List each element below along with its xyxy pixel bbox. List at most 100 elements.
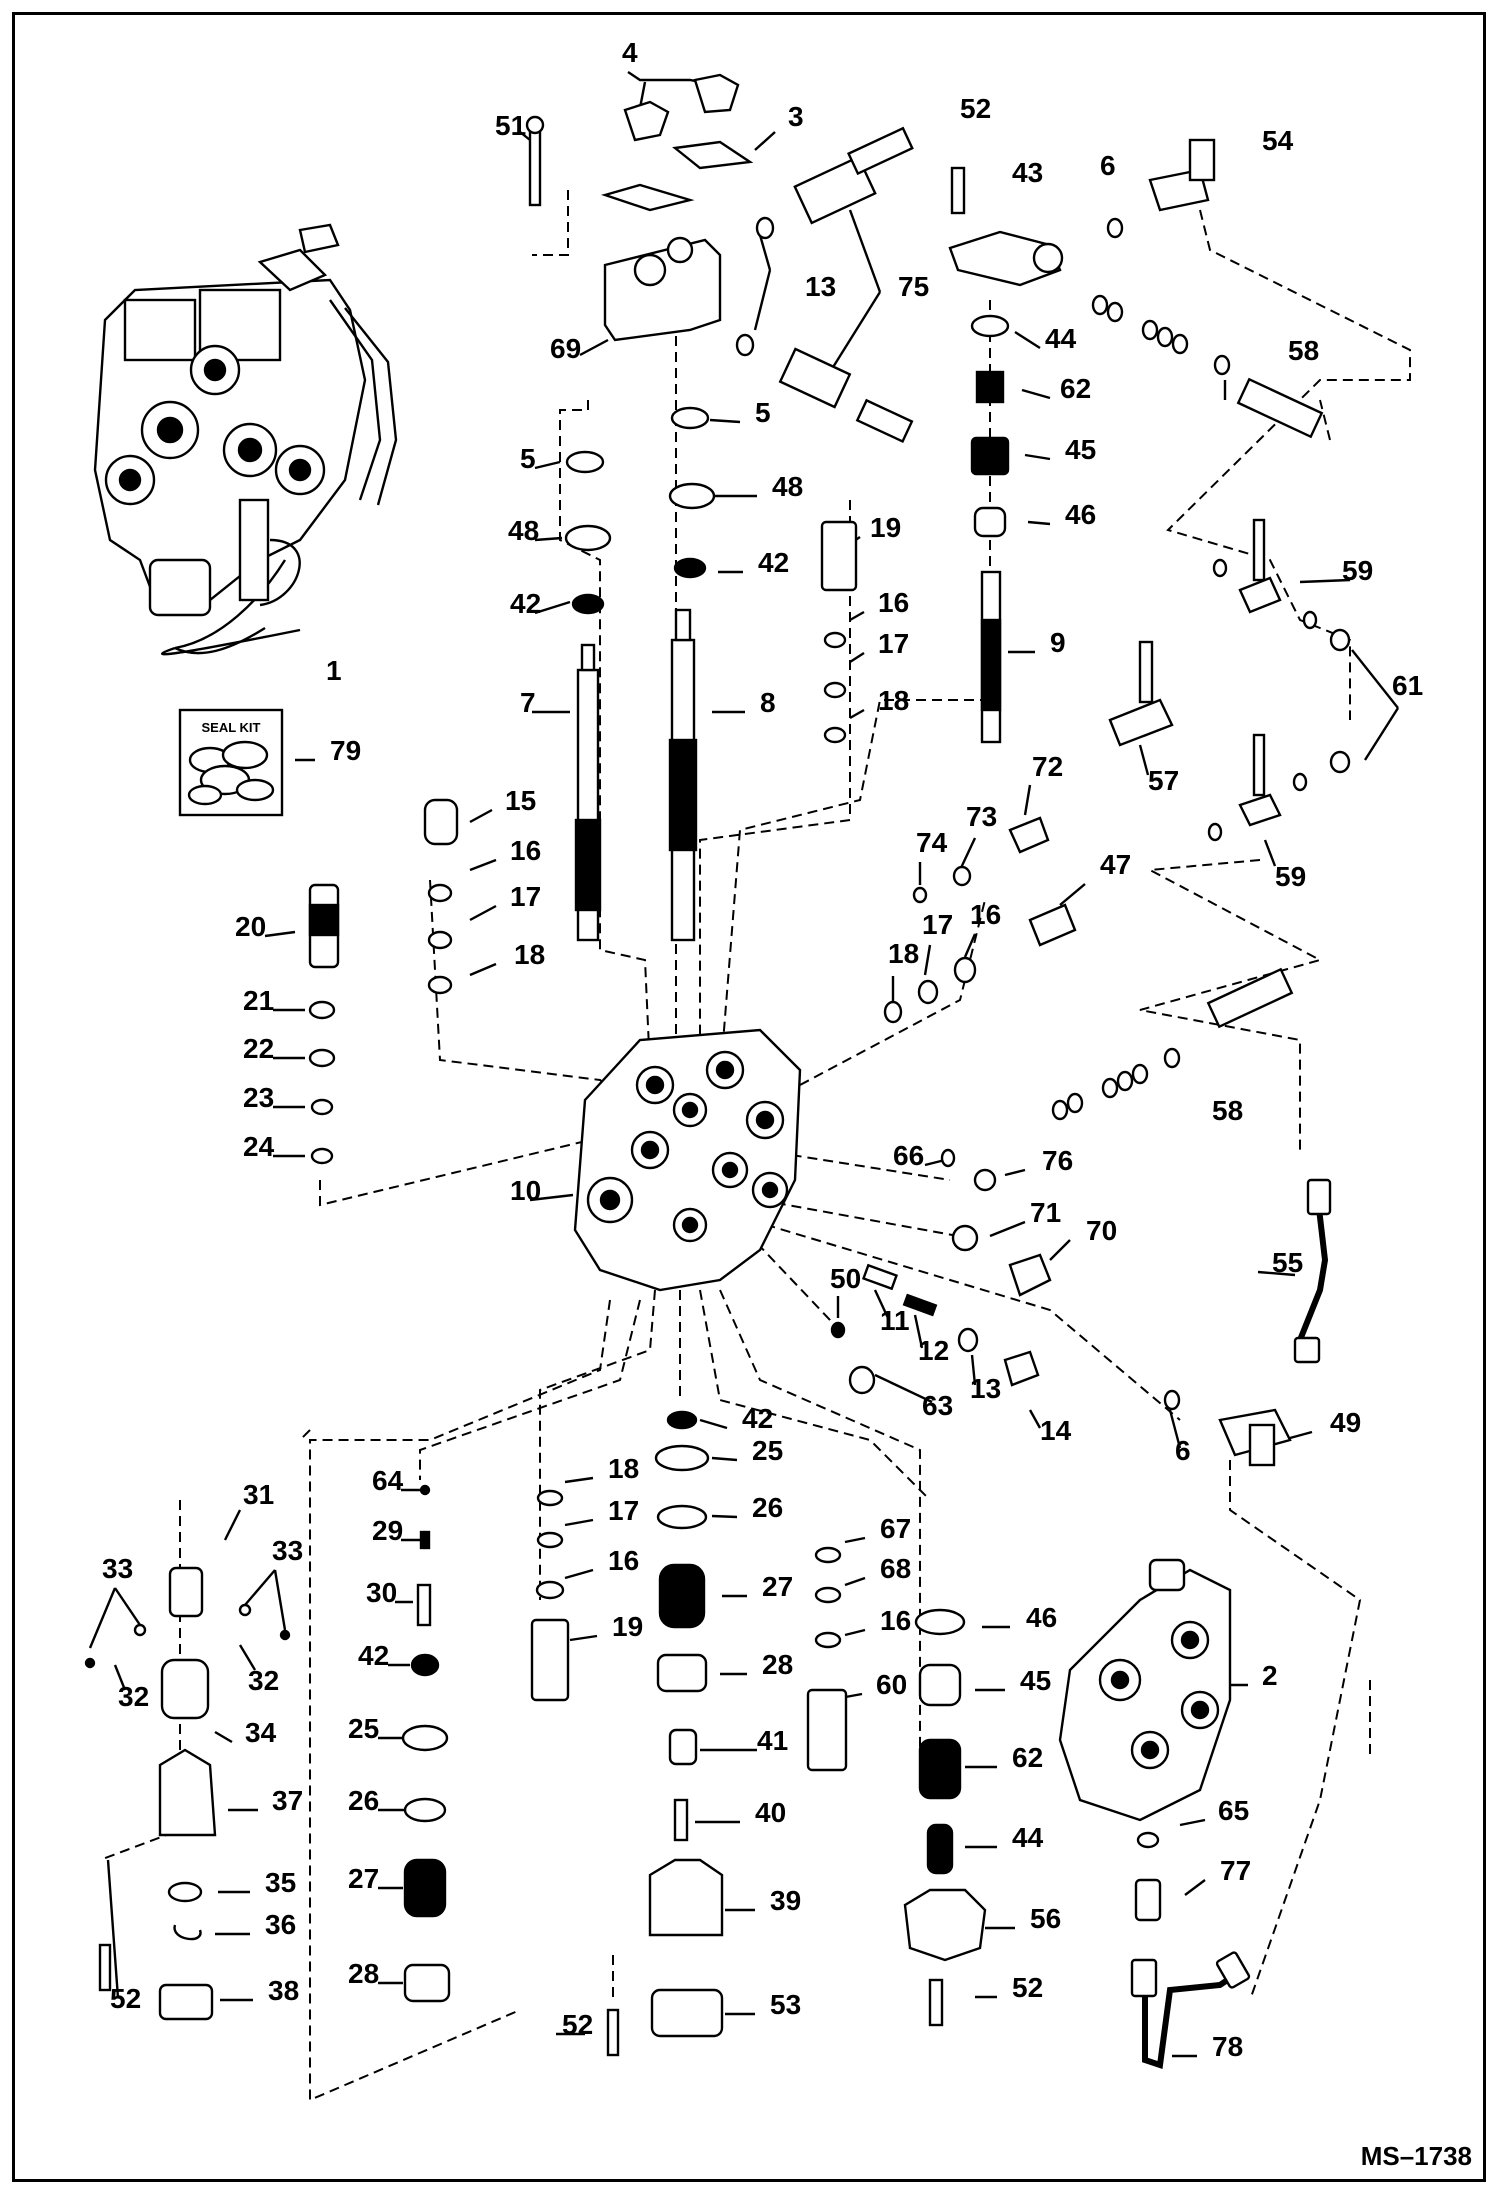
- seal-42b: [673, 557, 707, 579]
- cup-28a: [656, 1653, 708, 1693]
- o-ring-24: [310, 1147, 334, 1165]
- tee-fitting-49-branch: [1248, 1423, 1276, 1467]
- o-ring-48a: [564, 524, 612, 552]
- main-valve-body: [573, 1028, 802, 1292]
- nut-61a: [1329, 628, 1351, 652]
- callout-c44a: 44: [1045, 323, 1077, 354]
- callout-c24: 24: [243, 1131, 275, 1162]
- o-ring-6b: [1163, 1389, 1181, 1411]
- callout-c42a: 42: [510, 588, 541, 619]
- callout-c29: 29: [372, 1515, 403, 1546]
- callout-c25a: 25: [752, 1435, 783, 1466]
- o-ring-68: [814, 1586, 842, 1604]
- callout-c21: 21: [243, 985, 274, 1016]
- cap-41: [668, 1728, 698, 1766]
- callout-c17a: 17: [878, 628, 909, 659]
- callout-c72: 72: [1032, 751, 1063, 782]
- callout-c49: 49: [1330, 1407, 1361, 1438]
- o-ring-63: [848, 1365, 876, 1395]
- sensor-58b: [1206, 967, 1294, 1029]
- plug-15: [423, 798, 459, 846]
- callout-c14: 14: [1040, 1415, 1072, 1446]
- drawing-code: MS–1738: [1360, 2141, 1472, 2171]
- callout-c61: 61: [1392, 670, 1423, 701]
- cap-37: [158, 1748, 217, 1837]
- callout-c43: 43: [1012, 157, 1043, 188]
- fitting-59a-wire: [1252, 518, 1266, 582]
- callout-c3: 3: [788, 101, 804, 132]
- sensor-58a: [1236, 377, 1324, 439]
- callout-c45a: 45: [1065, 434, 1096, 465]
- solenoid-upper: [793, 155, 877, 225]
- spring-12: [902, 1293, 938, 1317]
- o-ring-16a: [823, 631, 847, 649]
- retaining-ring-36: [173, 1924, 202, 1941]
- seal-42c: [666, 1410, 698, 1430]
- callout-c26b: 26: [348, 1785, 379, 1816]
- o-ring-71: [951, 1224, 979, 1252]
- callout-c6b: 6: [1175, 1435, 1191, 1466]
- callout-c32b: 32: [248, 1665, 279, 1696]
- callout-c19b: 19: [612, 1611, 643, 1642]
- plug-47: [1028, 903, 1077, 947]
- tee-fitting-54-branch: [1188, 138, 1216, 182]
- cap-5b: [670, 406, 710, 430]
- callout-c15: 15: [505, 785, 536, 816]
- callout-c33b: 33: [272, 1535, 303, 1566]
- o-ring-17c: [917, 979, 939, 1005]
- complete-valve-assembly-drawing: [93, 223, 398, 617]
- o-ring-59b-2: [1207, 822, 1223, 842]
- o-ring-18b: [883, 1000, 903, 1024]
- tube-55-nut-upper: [1306, 1178, 1332, 1216]
- callout-c71: 71: [1030, 1197, 1061, 1228]
- callout-c79: 79: [330, 735, 361, 766]
- callout-c18c: 18: [514, 939, 545, 970]
- o-ring-67: [814, 1546, 842, 1564]
- callout-c42c: 42: [742, 1403, 773, 1434]
- callout-c41: 41: [757, 1725, 788, 1756]
- callout-c34: 34: [245, 1717, 277, 1748]
- solenoid-lower-plug: [855, 398, 914, 444]
- tube-55: [1296, 1199, 1329, 1357]
- tube-55-nut-lower: [1293, 1336, 1321, 1364]
- callout-c13a: 13: [805, 271, 836, 302]
- callout-c26a: 26: [752, 1492, 783, 1523]
- spring-45a: [970, 436, 1010, 476]
- callout-c20: 20: [235, 911, 266, 942]
- callout-c10: 10: [510, 1175, 541, 1206]
- cap-5a: [565, 450, 605, 474]
- spring-62b: [918, 1738, 962, 1800]
- ball-33b: [279, 1629, 291, 1641]
- ball-50: [830, 1321, 846, 1339]
- callout-c33a: 33: [102, 1553, 133, 1584]
- callout-c50: 50: [830, 1263, 861, 1294]
- callout-c57: 57: [1148, 765, 1179, 796]
- callout-c18b: 18: [888, 938, 919, 969]
- spring-32b: [238, 1603, 252, 1617]
- o-ring-48b: [668, 482, 716, 510]
- callout-c17b: 17: [510, 881, 541, 912]
- seal-kit-bag: SEAL KIT: [178, 708, 284, 817]
- callout-c16a: 16: [878, 587, 909, 618]
- washer-35: [167, 1881, 203, 1903]
- sleeve-53: [650, 1988, 724, 2038]
- callout-c48a: 48: [508, 515, 539, 546]
- callout-c46b: 46: [1026, 1602, 1057, 1633]
- callout-c42b: 42: [758, 547, 789, 578]
- sleeve-38: [158, 1983, 214, 2021]
- spring-62a: [975, 370, 1005, 404]
- o-ring-74: [912, 886, 928, 904]
- o-ring-59a-2: [1302, 610, 1318, 630]
- callout-c60: 60: [876, 1669, 907, 1700]
- o-ring-44a: [970, 314, 1010, 338]
- callout-c74: 74: [916, 827, 948, 858]
- o-ring-22: [308, 1048, 336, 1068]
- spool-9-lands: [980, 618, 1002, 712]
- o-ring-16d: [535, 1580, 565, 1600]
- callout-c22: 22: [243, 1033, 274, 1064]
- o-ring-59a-1: [1212, 558, 1228, 578]
- callout-c5b: 5: [755, 397, 771, 428]
- callout-c70: 70: [1086, 1215, 1117, 1246]
- spring-27a: [658, 1563, 706, 1629]
